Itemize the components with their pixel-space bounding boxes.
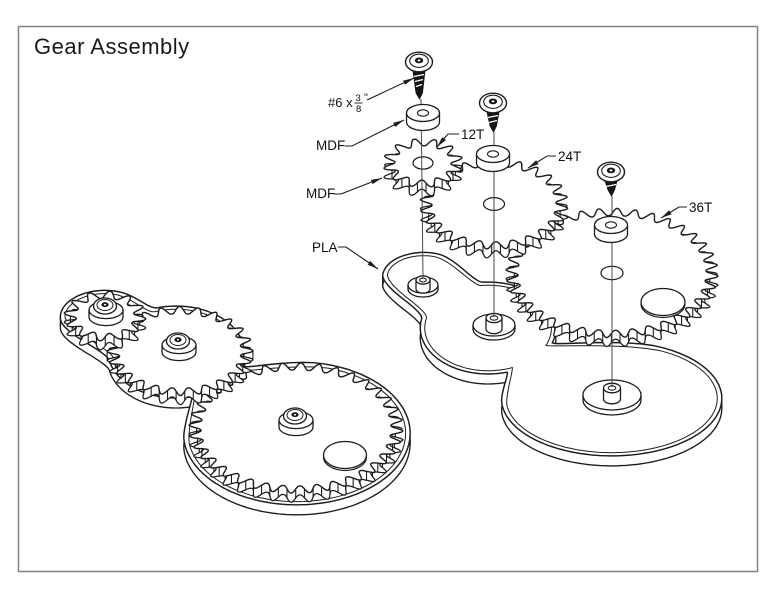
gear-12t-exploded [383, 138, 463, 197]
gear-24t-label: 24T [558, 149, 581, 164]
mdf-gear-label: MDF [306, 186, 335, 201]
gear-36t-assembled-lightening-hole [322, 440, 368, 470]
leader-pla-plate [338, 246, 379, 270]
mounting-posts [407, 275, 642, 416]
page-title: Gear Assembly [34, 34, 190, 59]
gear-36t-exploded-lightening-hole [640, 287, 686, 317]
leader-24t-arrowhead [528, 160, 539, 168]
hub-12t [88, 297, 124, 327]
screw-spec-suffix: " [364, 92, 368, 104]
gear-36t-label: 36T [689, 200, 712, 215]
screw-3-threads [604, 180, 618, 197]
exploded-view [381, 51, 723, 467]
gear-12t-exploded-center-hole [412, 156, 434, 170]
leader-mdf-washer-arrowhead [393, 120, 404, 127]
screw-spec-fraction-denominator: 8 [356, 104, 361, 115]
drawing-border [17, 25, 759, 573]
leader-mdf-washer [345, 119, 405, 147]
mdf-washer-2 [475, 144, 511, 173]
leader-36t-arrowhead [661, 210, 672, 218]
leader-mdf-gear-arrowhead [370, 178, 382, 185]
leader-screw-spec-arrowhead [403, 78, 414, 85]
leader-24t [527, 155, 556, 169]
screw-3 [596, 161, 626, 197]
leader-12t [436, 133, 459, 148]
leader-pla-plate-arrowhead [367, 260, 378, 269]
mdf-washer-1 [405, 103, 441, 132]
mdf-washer-label: MDF [316, 138, 345, 153]
hub-24t [161, 332, 197, 362]
mdf-washer-3 [593, 215, 629, 244]
leader-mdf-gear [334, 177, 383, 195]
screw-spec-fraction-numerator: 3 [356, 93, 361, 104]
hub-36t [278, 407, 314, 437]
screw-1 [404, 51, 434, 100]
pla-plate-label: PLA [312, 240, 338, 255]
assembled-view [59, 289, 411, 516]
screw-2 [478, 92, 508, 133]
leader-36t [660, 206, 687, 219]
screw-spec-label: #6 x [328, 95, 353, 110]
leader-12t-arrowhead [437, 137, 446, 147]
leader-screw-spec [366, 77, 415, 101]
gear-12t-label: 12T [461, 127, 484, 142]
